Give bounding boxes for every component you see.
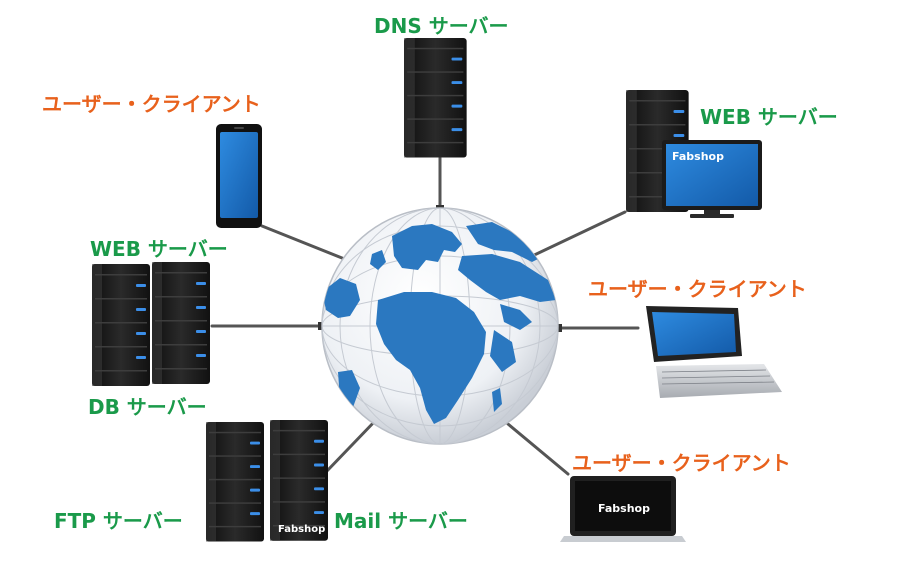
tablet-client-label: ユーザー・クライアント [588,277,807,301]
laptop-brand: Fabshop [598,502,650,515]
network-cables [210,156,640,476]
monitor-brand: Fabshop [672,150,724,163]
laptop-icon: Fabshop [560,476,686,542]
smartphone-icon [216,124,262,228]
web-db-servers-icon [92,262,210,386]
dns-server-label: DNS サーバー [374,14,509,38]
db-server-label: DB サーバー [88,395,207,419]
mail-server-brand: Fabshop [278,524,325,535]
cable-web-right [526,210,627,260]
laptop-client-label: ユーザー・クライアント [572,451,791,475]
web-server-right-label: WEB サーバー [700,105,838,129]
ftp-server-label: FTP サーバー [54,509,183,533]
phone-client-label: ユーザー・クライアント [42,92,261,116]
mail-server-label: Mail サーバー [334,509,468,533]
web-server-left-label: WEB サーバー [90,237,228,261]
monitor-icon: Fabshop [662,140,762,218]
tablet-icon [646,306,782,398]
globe-icon [321,207,559,445]
cable-phone [260,224,354,264]
cable-mail [324,418,378,474]
dns-server-icon [404,38,467,158]
ftp-mail-servers-icon: Fabshop [206,420,328,542]
cable-laptop [506,422,570,476]
